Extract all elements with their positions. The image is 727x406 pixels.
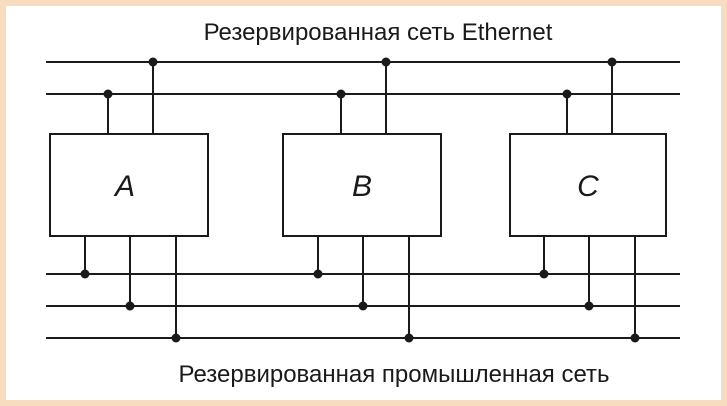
- node-c: C: [509, 57, 667, 343]
- node-b-eth-junction-2: [336, 89, 346, 99]
- top-network-label: Резервированная сеть Ethernet: [204, 19, 553, 46]
- node-c-ind-junction-2: [584, 301, 594, 311]
- node-a-box: [49, 133, 209, 237]
- node-a-ind-junction-2: [125, 301, 135, 311]
- network-diagram: Резервированная сеть Ethernet: [46, 19, 680, 388]
- node-a-label: A: [113, 170, 135, 203]
- node-c-ind-junction-3: [630, 333, 640, 343]
- node-b: B: [282, 57, 442, 343]
- node-c-eth-junction-2: [562, 89, 572, 99]
- node-b-eth-junction-1: [381, 57, 391, 67]
- node-c-label: C: [577, 170, 599, 203]
- node-a-ind-junction-3: [171, 333, 181, 343]
- node-b-ind-junction-1: [313, 269, 323, 279]
- bottom-network-label: Резервированная промышленная сеть: [178, 361, 609, 388]
- node-a-ind-junction-1: [80, 269, 90, 279]
- diagram-canvas: Резервированная сеть Ethernet: [6, 6, 721, 400]
- node-a: A: [49, 57, 209, 343]
- node-c-eth-junction-1: [607, 57, 617, 67]
- node-b-ind-junction-2: [358, 301, 368, 311]
- node-c-ind-junction-1: [539, 269, 549, 279]
- node-a-eth-junction-1: [148, 57, 158, 67]
- node-c-box: [509, 133, 667, 237]
- node-b-ind-junction-3: [404, 333, 414, 343]
- node-b-label: B: [352, 170, 372, 203]
- node-a-eth-junction-2: [103, 89, 113, 99]
- node-b-box: [282, 133, 442, 237]
